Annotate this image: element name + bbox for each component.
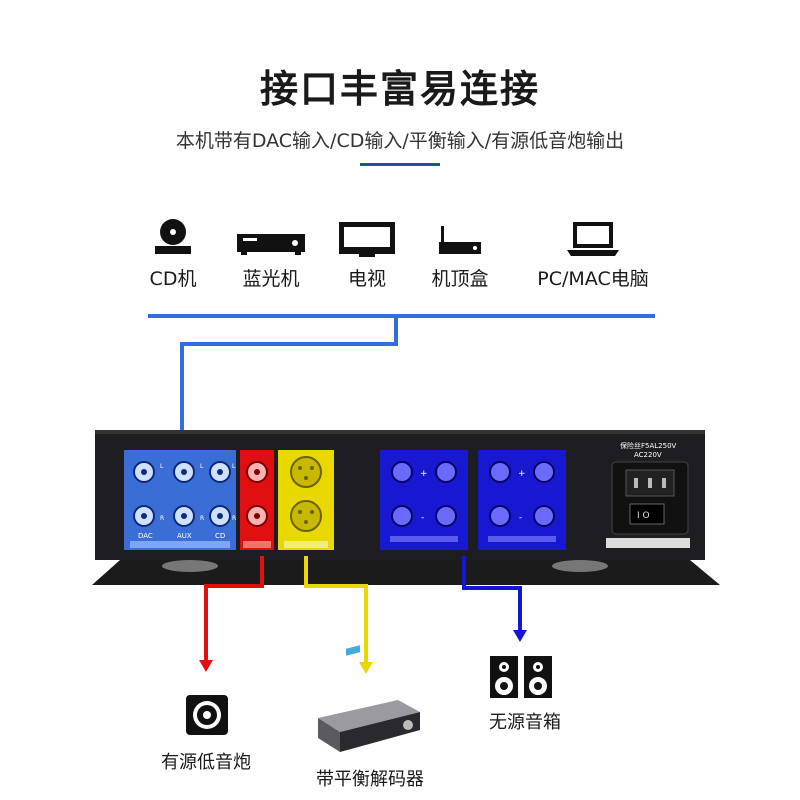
dac-arrow (359, 662, 373, 674)
power-socket-block: 保险丝F5AL250V AC220V I O (606, 441, 690, 548)
cd-player-icon (155, 219, 191, 254)
terminal-sign: + (518, 469, 526, 479)
source-laptop: PC/MAC电脑 (528, 218, 658, 291)
bluray-player-icon (237, 234, 305, 255)
dac-label: 带平衡解码器 (316, 769, 424, 790)
rca-label: L (232, 463, 236, 470)
speakers-label: 无源音箱 (489, 712, 561, 733)
source-tv: 电视 (322, 218, 412, 291)
xlr-input-block (278, 450, 334, 550)
speaker-terminals-right: + - (478, 450, 566, 550)
svg-text:I O: I O (637, 511, 650, 521)
source-label: 电视 (347, 268, 386, 290)
subwoofer-connection-line (204, 556, 264, 662)
input-label-dac: DAC (138, 532, 153, 540)
rca-label: R (160, 515, 164, 522)
rca-label: L (200, 463, 204, 470)
source-label: 机顶盒 (431, 268, 489, 290)
subwoofer-arrow (199, 660, 213, 672)
subwoofer-label: 有源低音炮 (161, 752, 251, 773)
subwoofer-icon (186, 695, 228, 735)
rca-label: R (200, 515, 204, 522)
speakers-icon (490, 656, 552, 698)
subwoofer-output-block (240, 450, 274, 550)
rca-label: L (160, 463, 164, 470)
source-label: PC/MAC电脑 (537, 268, 649, 290)
decoder-device-icon (318, 645, 420, 752)
source-bus-line (148, 314, 655, 432)
laptop-icon (567, 222, 619, 256)
speaker-connection-line (462, 556, 522, 632)
source-set-top-box: 机顶盒 (415, 218, 505, 291)
terminal-sign: - (519, 513, 522, 523)
source-bluray-player: 蓝光机 (226, 218, 316, 291)
speaker-terminals-left: + - (380, 450, 468, 550)
set-top-box-icon (439, 226, 481, 254)
page-title: 接口丰富易连接 (259, 67, 540, 111)
rca-input-block: L L L R R R DAC AUX CD (124, 450, 236, 550)
input-label-cd: CD (215, 532, 225, 540)
rca-label: R (232, 515, 236, 522)
source-cd-player: CD机 (128, 218, 218, 291)
input-label-aux: AUX (177, 532, 192, 540)
terminal-sign: + (420, 469, 428, 479)
tv-icon (339, 222, 395, 257)
page-subtitle: 本机带有DAC输入/CD输入/平衡输入/有源低音炮输出 (175, 130, 625, 152)
source-label: CD机 (149, 268, 197, 290)
title-underline (360, 163, 440, 166)
dac-connection-line (304, 556, 368, 664)
source-label: 蓝光机 (242, 268, 300, 290)
terminal-sign: - (421, 513, 424, 523)
power-label-voltage: AC220V (634, 451, 662, 459)
speaker-arrow (513, 630, 527, 642)
power-label-fuse: 保险丝F5AL250V (620, 441, 677, 450)
